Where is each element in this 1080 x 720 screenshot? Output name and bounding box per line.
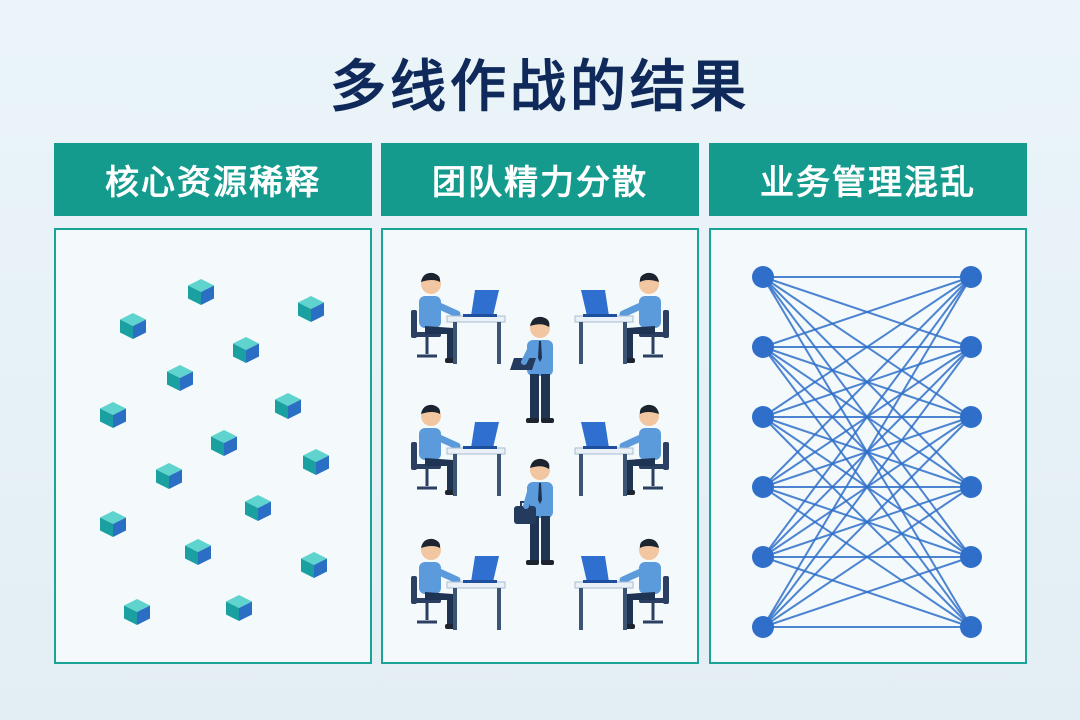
column-header: 团队精力分散 [381,143,699,216]
network-node-icon [752,336,774,358]
network-node-icon [752,476,774,498]
network-node-icon [752,406,774,428]
cube-icon [233,337,259,363]
column-core-resources: 核心资源稀释 [54,143,372,664]
illustration-panel [381,228,699,664]
cube-icon [156,463,182,489]
scattered-workers-icon [411,272,669,630]
column-header: 核心资源稀释 [54,143,372,216]
cube-icon [298,296,324,322]
network-node-icon [960,406,982,428]
seated-worker-icon [411,272,506,364]
cube-icon [211,430,237,456]
network-node-icon [752,616,774,638]
cube-icon [275,393,301,419]
seated-worker-icon [574,538,669,630]
network-node-icon [752,266,774,288]
seated-worker-icon [411,538,506,630]
cube-icon [124,599,150,625]
network-node-icon [960,616,982,638]
network-node-icon [960,546,982,568]
network-node-icon [960,476,982,498]
illustration-panel [709,228,1027,664]
column-business-management: 业务管理混乱 [709,143,1027,664]
network-links [762,276,972,628]
column-team-energy: 团队精力分散 [381,143,699,664]
network-node-icon [960,266,982,288]
standing-worker-icon [514,458,554,565]
seated-worker-icon [574,404,669,496]
cube-icon [226,595,252,621]
cube-icon [185,539,211,565]
network-node-icon [752,546,774,568]
cube-icon [301,552,327,578]
column-header: 业务管理混乱 [709,143,1027,216]
illustration-panel [54,228,372,664]
scattered-cubes-icon [100,279,329,625]
cube-icon [100,511,126,537]
network-node-icon [960,336,982,358]
cube-icon [167,365,193,391]
tangled-network-icon [752,266,982,638]
cube-icon [245,495,271,521]
seated-worker-icon [574,272,669,364]
page-title: 多线作战的结果 [330,55,750,120]
cube-icon [100,402,126,428]
standing-worker-icon [510,316,554,423]
cube-icon [188,279,214,305]
seated-worker-icon [411,404,506,496]
cube-icon [303,449,329,475]
cube-icon [120,313,146,339]
